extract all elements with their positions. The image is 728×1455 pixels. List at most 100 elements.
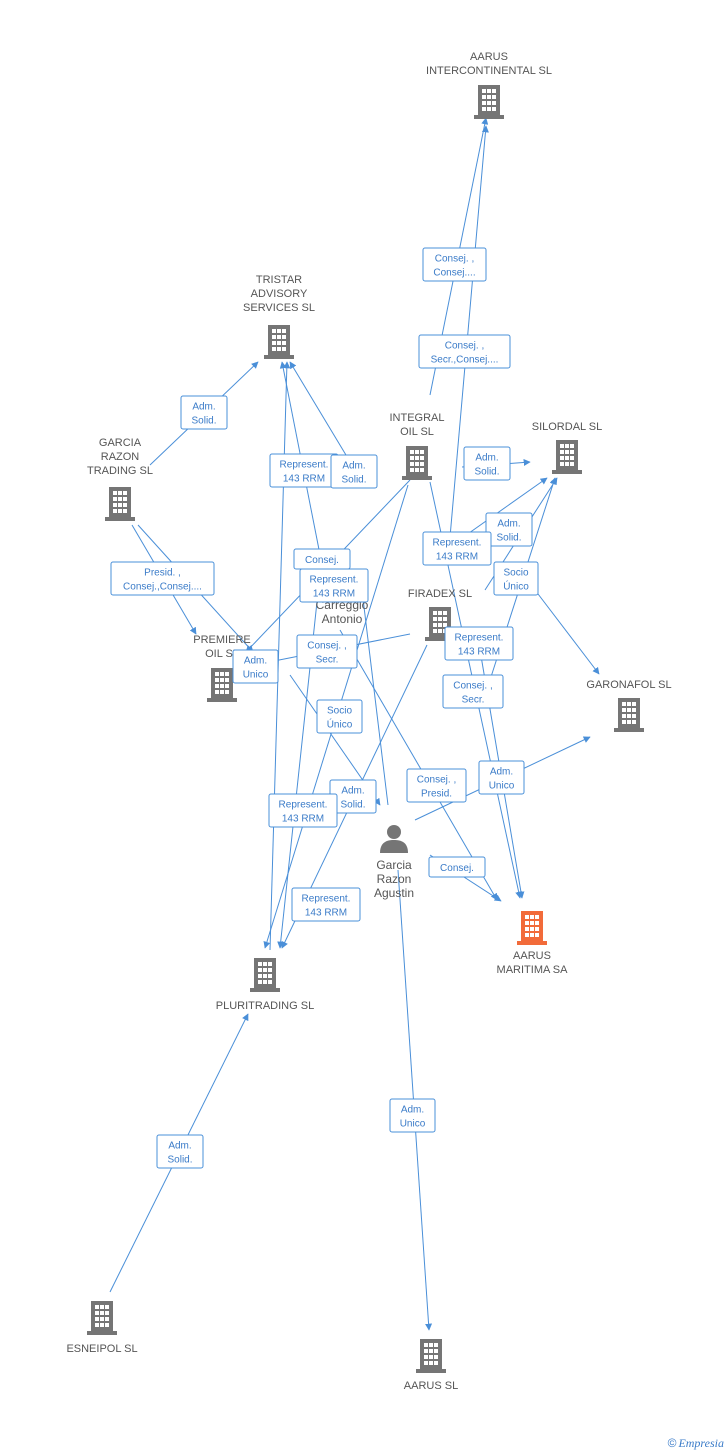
node-label: PLURITRADING SL xyxy=(216,1000,314,1012)
edge-label-box xyxy=(422,531,492,566)
relation-edge xyxy=(277,554,323,949)
edge-label[interactable]: Adm.Solid. xyxy=(485,512,533,547)
edge-label[interactable]: Represent.143 RRM xyxy=(268,793,338,828)
node-firadex[interactable]: FIRADEX SL xyxy=(408,588,472,641)
edge-label-box xyxy=(316,699,363,734)
edge-label-text: Represent.143 RRM xyxy=(279,800,328,825)
node-label: ESNEIPOL SL xyxy=(66,1343,137,1355)
edge-label-text: Consej. ,Secr.,Consej.... xyxy=(431,341,499,366)
edge-label[interactable]: Adm.Solid. xyxy=(156,1134,204,1169)
node-aarus-sl[interactable]: AARUS SL xyxy=(404,1339,458,1392)
edge-labels-layer: Consej. ,Consej.... Consej. ,Secr.,Consej… xyxy=(110,247,539,1169)
node-label: AARUS SL xyxy=(404,1380,458,1392)
node-label: FIRADEX SL xyxy=(408,588,472,600)
building-icon xyxy=(474,85,504,119)
edge-label-text: Adm.Solid. xyxy=(496,519,521,544)
node-esneipol[interactable]: ESNEIPOL SL xyxy=(66,1301,138,1355)
edge-label-box xyxy=(442,674,504,709)
relation-edge xyxy=(339,629,498,901)
edge-label-box xyxy=(299,568,369,603)
copyright-symbol: © xyxy=(667,1436,677,1450)
brand-name: Empresia xyxy=(678,1436,724,1450)
edge-label-box xyxy=(180,395,228,430)
edge-label[interactable]: Represent.143 RRM xyxy=(444,626,514,661)
empresia-logo[interactable]: ©Empresia xyxy=(668,1436,724,1451)
edge-label-text: Consej. xyxy=(305,555,339,566)
edge-label-box xyxy=(463,446,511,481)
edge-label-box xyxy=(296,634,358,669)
edge-label-text: Adm.Solid. xyxy=(167,1141,192,1166)
building-icon xyxy=(517,911,547,945)
node-pluritrading[interactable]: PLURITRADING SL xyxy=(216,958,314,1012)
edge-label[interactable]: Consej. ,Secr.,Consej.... xyxy=(418,334,511,369)
edge-label[interactable]: Consej. xyxy=(293,548,351,570)
building-icon xyxy=(87,1301,117,1335)
edge-label-text: Represent.143 RRM xyxy=(455,633,504,658)
edge-label-text: Adm.Solid. xyxy=(341,461,366,486)
edge-label-box xyxy=(406,768,467,803)
edge-label-text: Represent.143 RRM xyxy=(302,894,351,919)
node-label: GARONAFOL SL xyxy=(586,679,671,691)
edge-label[interactable]: Adm.Solid. xyxy=(180,395,228,430)
edge-label[interactable]: Consej. ,Secr. xyxy=(442,674,504,709)
edge-label-text: Adm.Unico xyxy=(243,656,269,681)
building-icon xyxy=(402,446,432,480)
edge-label-box xyxy=(418,334,511,369)
edge-label-text: Adm.Solid. xyxy=(191,402,216,427)
building-icon xyxy=(105,487,135,521)
relation-edge xyxy=(358,581,389,806)
edge-label-text: Adm.Solid. xyxy=(340,786,365,811)
edge-label[interactable]: Represent.143 RRM xyxy=(422,531,492,566)
edge-label-text: Consej. ,Consej.... xyxy=(433,254,475,279)
edge-label[interactable]: Represent.143 RRM xyxy=(269,453,339,488)
building-icon xyxy=(614,698,644,732)
edge-label-box xyxy=(156,1134,204,1169)
edge-label[interactable]: Consej. xyxy=(428,856,486,878)
edge-label[interactable]: Presid. ,Consej.,Consej.... xyxy=(110,561,215,596)
edge-label-box xyxy=(232,649,279,684)
node-silordal[interactable]: SILORDAL SL xyxy=(532,421,603,474)
edge-label[interactable]: Consej. ,Secr. xyxy=(296,634,358,669)
building-icon xyxy=(416,1339,446,1373)
edge-label[interactable]: Adm.Solid. xyxy=(463,446,511,481)
node-label: SILORDAL SL xyxy=(532,421,603,433)
edge-label[interactable]: Consej. ,Presid. xyxy=(406,768,467,803)
edge-label-text: Represent.143 RRM xyxy=(280,460,329,485)
edge-label[interactable]: Adm.Unico xyxy=(389,1098,436,1133)
edge-label[interactable]: Adm.Solid. xyxy=(330,454,378,489)
edge-label-text: Adm.Unico xyxy=(400,1105,426,1130)
edge-label-box xyxy=(291,887,361,922)
edge-label-box xyxy=(389,1098,436,1133)
edge-label-box xyxy=(110,561,215,596)
edge-label-text: Adm.Solid. xyxy=(474,453,499,478)
edge-label[interactable]: Represent.143 RRM xyxy=(291,887,361,922)
edge-label[interactable]: Adm.Unico xyxy=(478,760,525,795)
edge-label[interactable]: Adm.Unico xyxy=(232,649,279,684)
edge-label[interactable]: Consej. ,Consej.... xyxy=(422,247,487,282)
edge-label-text: Consej. ,Presid. xyxy=(417,775,456,800)
edge-label-text: Presid. ,Consej.,Consej.... xyxy=(123,568,202,593)
building-icon xyxy=(552,440,582,474)
node-garonafol[interactable]: GARONAFOL SL xyxy=(586,679,672,732)
edge-label-box xyxy=(330,454,378,489)
edge-label[interactable]: Represent.143 RRM xyxy=(299,568,369,603)
person-icon xyxy=(380,825,408,853)
